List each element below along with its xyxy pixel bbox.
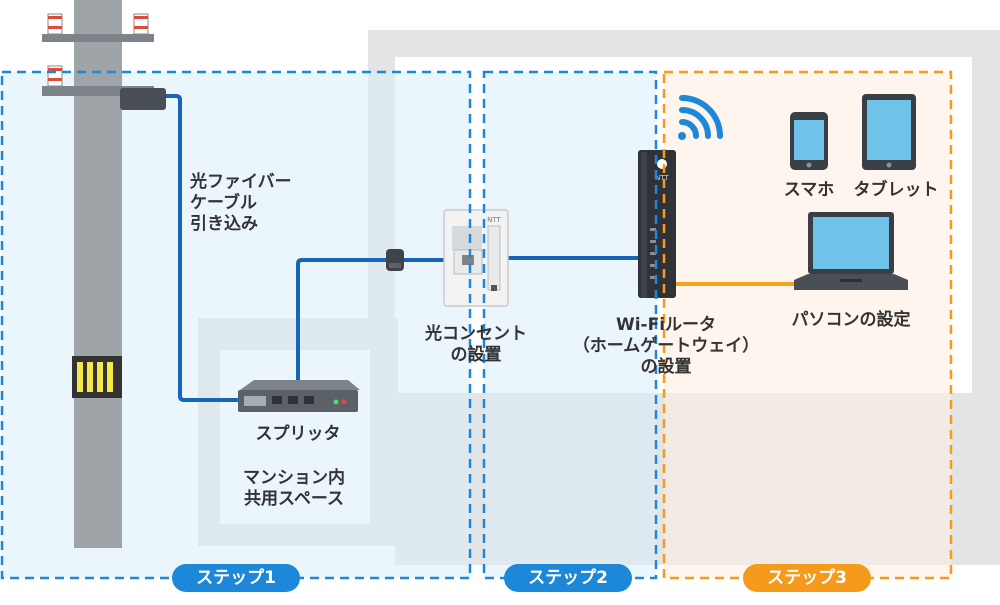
splitter-icon	[238, 380, 360, 412]
shared-space-label: マンション内 共用スペース	[243, 468, 345, 509]
utility-pole-icon	[42, 0, 166, 548]
step2-border	[482, 70, 658, 580]
tablet-icon	[862, 94, 916, 170]
outlet-brand-text: NTT	[487, 216, 501, 224]
smartphone-icon	[790, 112, 828, 170]
step1-badge: ステップ1	[172, 564, 300, 592]
fiber-cable-label: 光ファイバー ケーブル 引き込み	[190, 172, 292, 234]
step3-badge: ステップ3	[743, 564, 871, 592]
laptop-icon	[794, 212, 908, 290]
fiber-connector-icon	[386, 249, 404, 271]
router-brand-text: NTT	[655, 174, 669, 182]
step2-badge: ステップ2	[504, 564, 632, 592]
smartphone-label: スマホ	[783, 180, 835, 200]
splitter-label: スプリッタ	[255, 424, 341, 444]
optical-outlet-icon: NTT	[443, 209, 509, 307]
tablet-label: タブレット	[853, 180, 939, 200]
fiber-drop-line	[166, 94, 240, 402]
step2-area	[484, 72, 656, 578]
outlet-label: 光コンセント の設置	[425, 324, 527, 365]
router-label: Wi-Fiルータ （ホームゲートウェイ） の設置	[572, 315, 760, 377]
pc-label: パソコンの設定	[791, 310, 911, 330]
fiber-riser-line	[296, 258, 445, 390]
wifi-icon	[678, 95, 723, 140]
